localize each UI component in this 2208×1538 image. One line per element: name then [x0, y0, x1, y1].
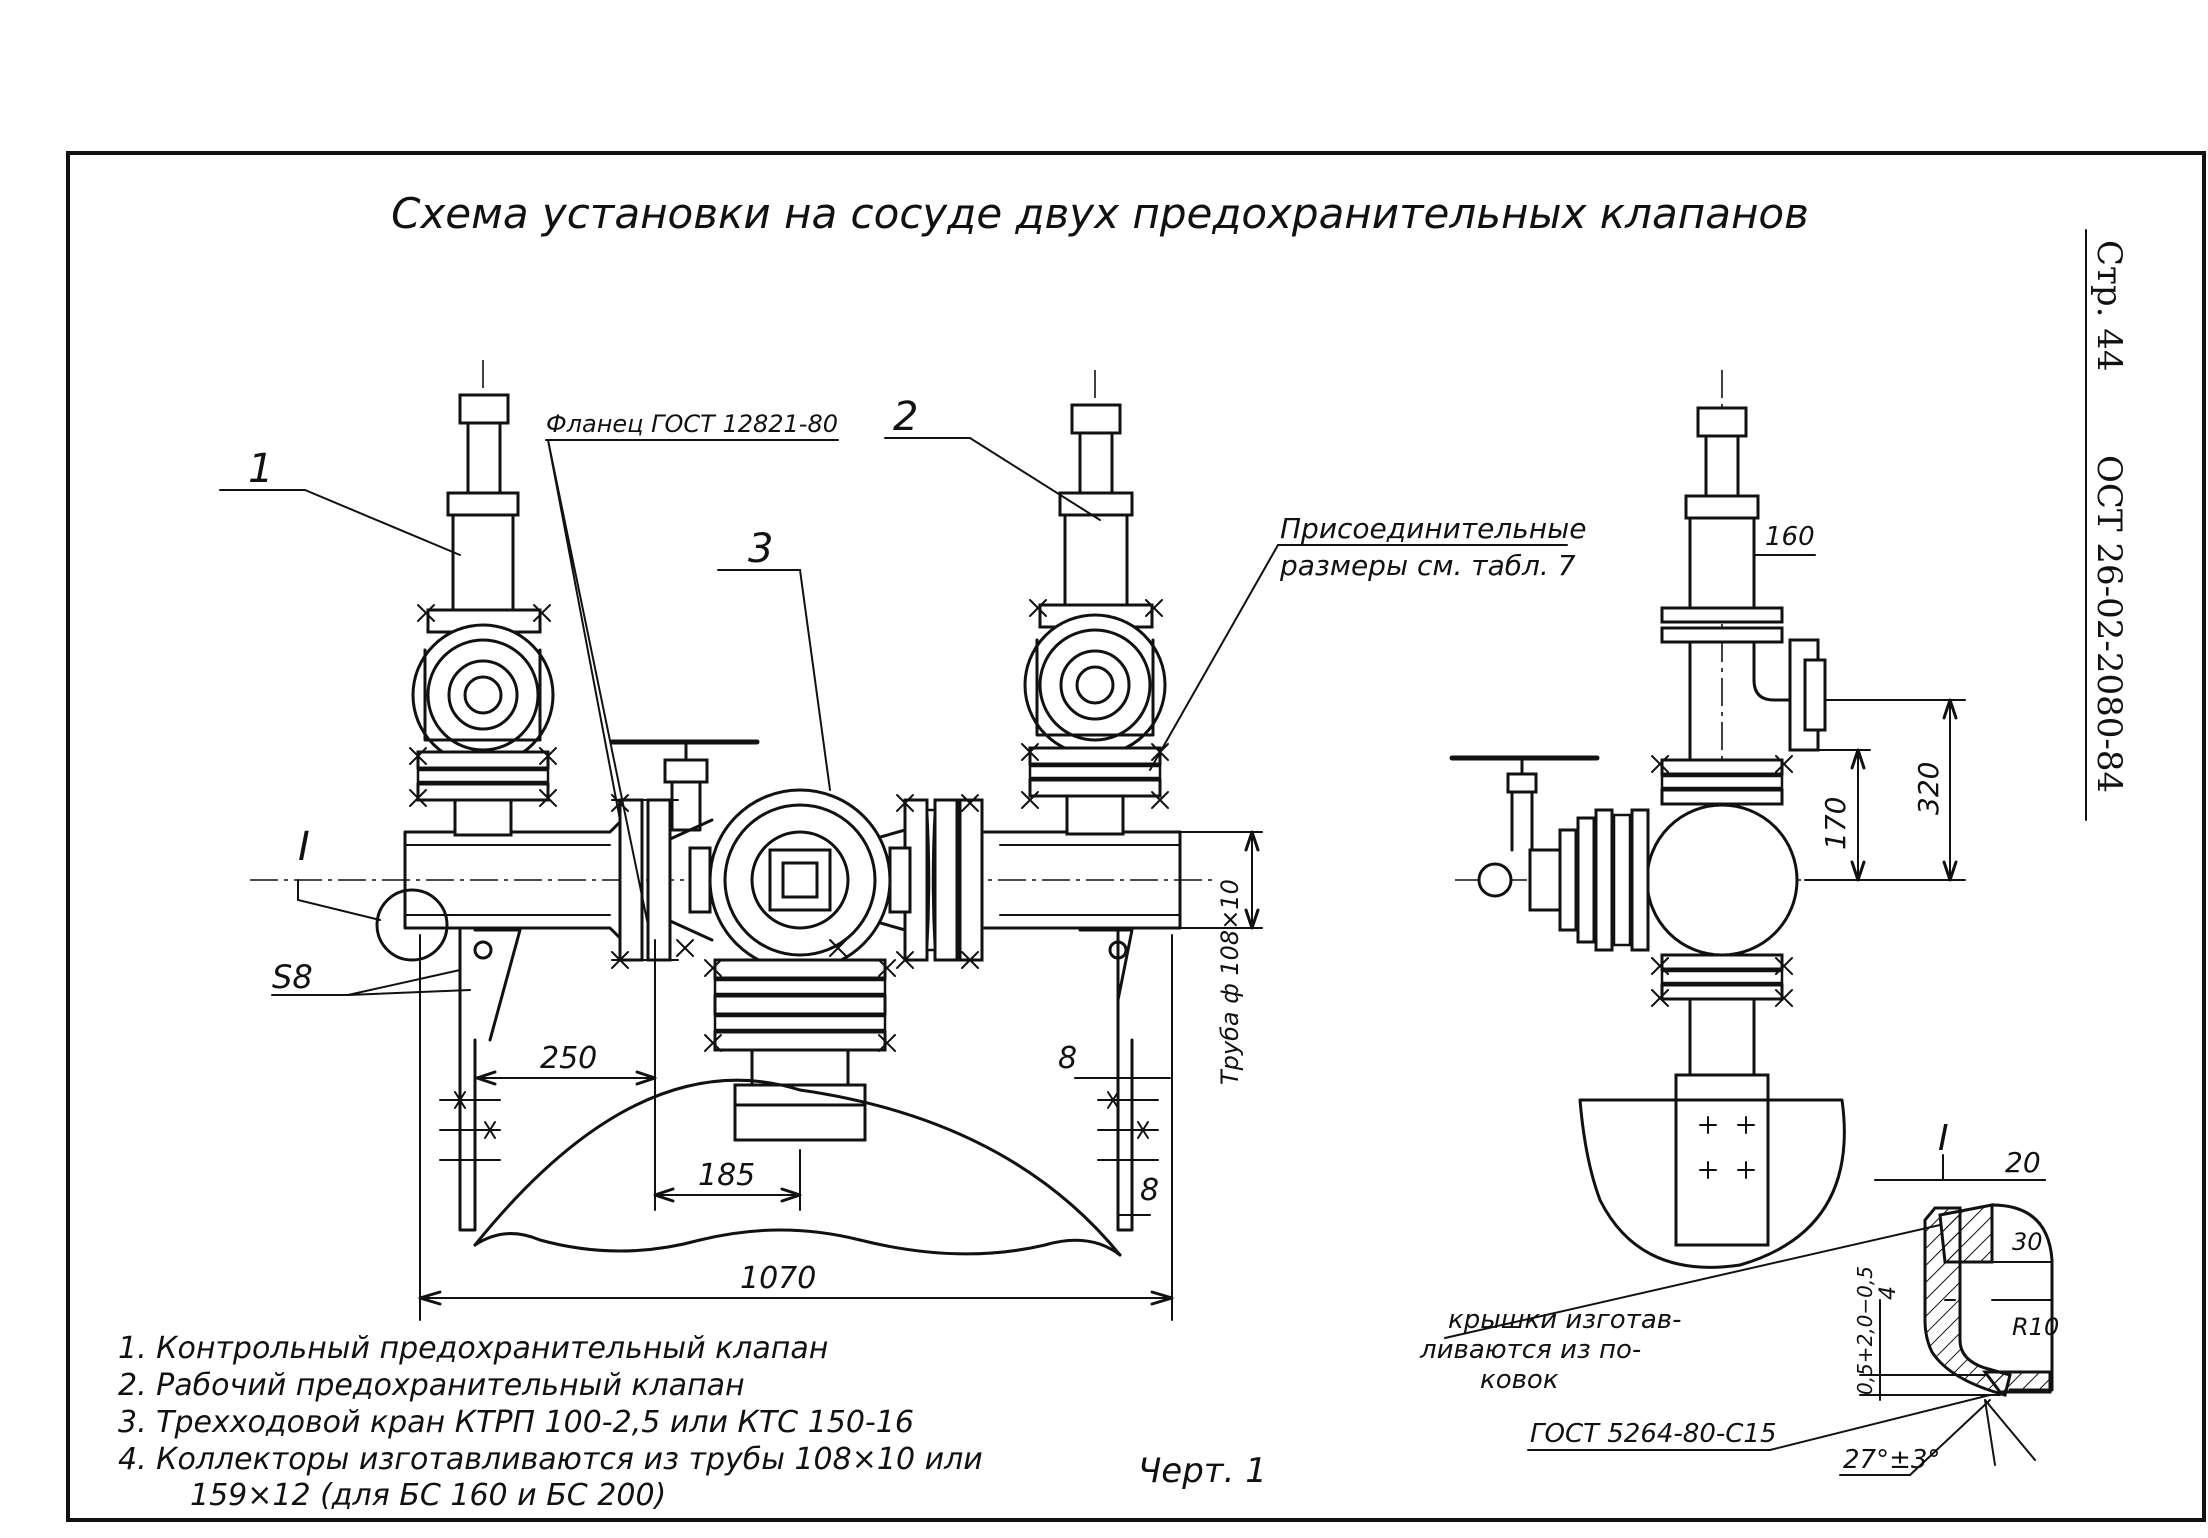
- stamp-page: Стр. 44: [2089, 240, 2129, 371]
- note-5: 159×12 (для БС 160 и БС 200): [190, 1478, 666, 1513]
- label-cap-3: ковок: [1480, 1365, 1559, 1395]
- dim-1070: 1070: [740, 1261, 816, 1296]
- dim-170: 170: [1819, 797, 1852, 850]
- figure-label: Черт. 1: [1138, 1451, 1267, 1491]
- page-stamp: Стр. 44 ОСТ 26-02-2080-84: [2085, 229, 2129, 821]
- label-cap-2: ливаются из по-: [1419, 1335, 1641, 1365]
- dim-320: 320: [1912, 762, 1945, 815]
- notes-list: 1. Контрольный предохранительный клапан …: [118, 1331, 983, 1513]
- three-way-cock: [609, 739, 912, 972]
- callout-1: 1: [248, 446, 273, 492]
- dim-30: 30: [2012, 1228, 2043, 1256]
- dim-250: 250: [540, 1041, 597, 1076]
- note-1: 1. Контрольный предохранительный клапан: [118, 1331, 828, 1366]
- drawing-frame: [66, 151, 2206, 1522]
- working-safety-valve: [1021, 370, 1169, 836]
- label-cap-1: крышки изготав-: [1448, 1305, 1681, 1335]
- dim-160: 160: [1765, 522, 1815, 552]
- label-flange: Фланец ГОСТ 12821-80: [546, 410, 838, 438]
- callout-view-i: I: [298, 824, 310, 870]
- weld-detail: [1859, 1179, 2054, 1466]
- callout-3: 3: [748, 526, 773, 572]
- dim-185: 185: [698, 1158, 755, 1193]
- front-view: [250, 360, 1215, 1257]
- drawing-title: Схема установки на сосуде двух предохран…: [391, 189, 1809, 238]
- dim-8-upper: 8: [1058, 1041, 1077, 1076]
- callout-detail-i: I: [1938, 1118, 1949, 1159]
- dim-r10: R10: [2012, 1313, 2059, 1341]
- callout-2: 2: [893, 394, 918, 440]
- dim-20: 20: [2005, 1146, 2041, 1179]
- note-4: 4. Коллекторы изготавливаются из трубы 1…: [118, 1442, 983, 1477]
- stamp-standard: ОСТ 26-02-2080-84: [2089, 455, 2129, 793]
- side-view: [1449, 370, 1846, 1269]
- dim-4: 4: [1876, 1286, 1901, 1300]
- note-3: 3. Трехходовой кран КТРП 100-2,5 или КТС…: [118, 1405, 914, 1440]
- dimension-lines: [219, 437, 2046, 1476]
- label-weld: ГОСТ 5264-80-С15: [1530, 1419, 1777, 1449]
- detail-view-marker: [375, 888, 449, 962]
- label-connect-2: размеры см. табл. 7: [1279, 549, 1576, 582]
- note-2: 2. Рабочий предохранительный клапан: [118, 1368, 745, 1403]
- dim-angle: 27°±3°: [1843, 1445, 1940, 1475]
- control-safety-valve: [409, 360, 557, 837]
- callout-s8: S8: [272, 958, 313, 996]
- dim-8-lower: 8: [1140, 1173, 1159, 1208]
- label-pipe: Труба ф 108×10: [1216, 879, 1244, 1085]
- label-connect-1: Присоединительные: [1280, 512, 1586, 545]
- dim-tolerance: 0,5+2,0−0,5: [1853, 1266, 1877, 1395]
- vessel-side-section: [1578, 1098, 1846, 1269]
- vessel-dome: [473, 1078, 1122, 1257]
